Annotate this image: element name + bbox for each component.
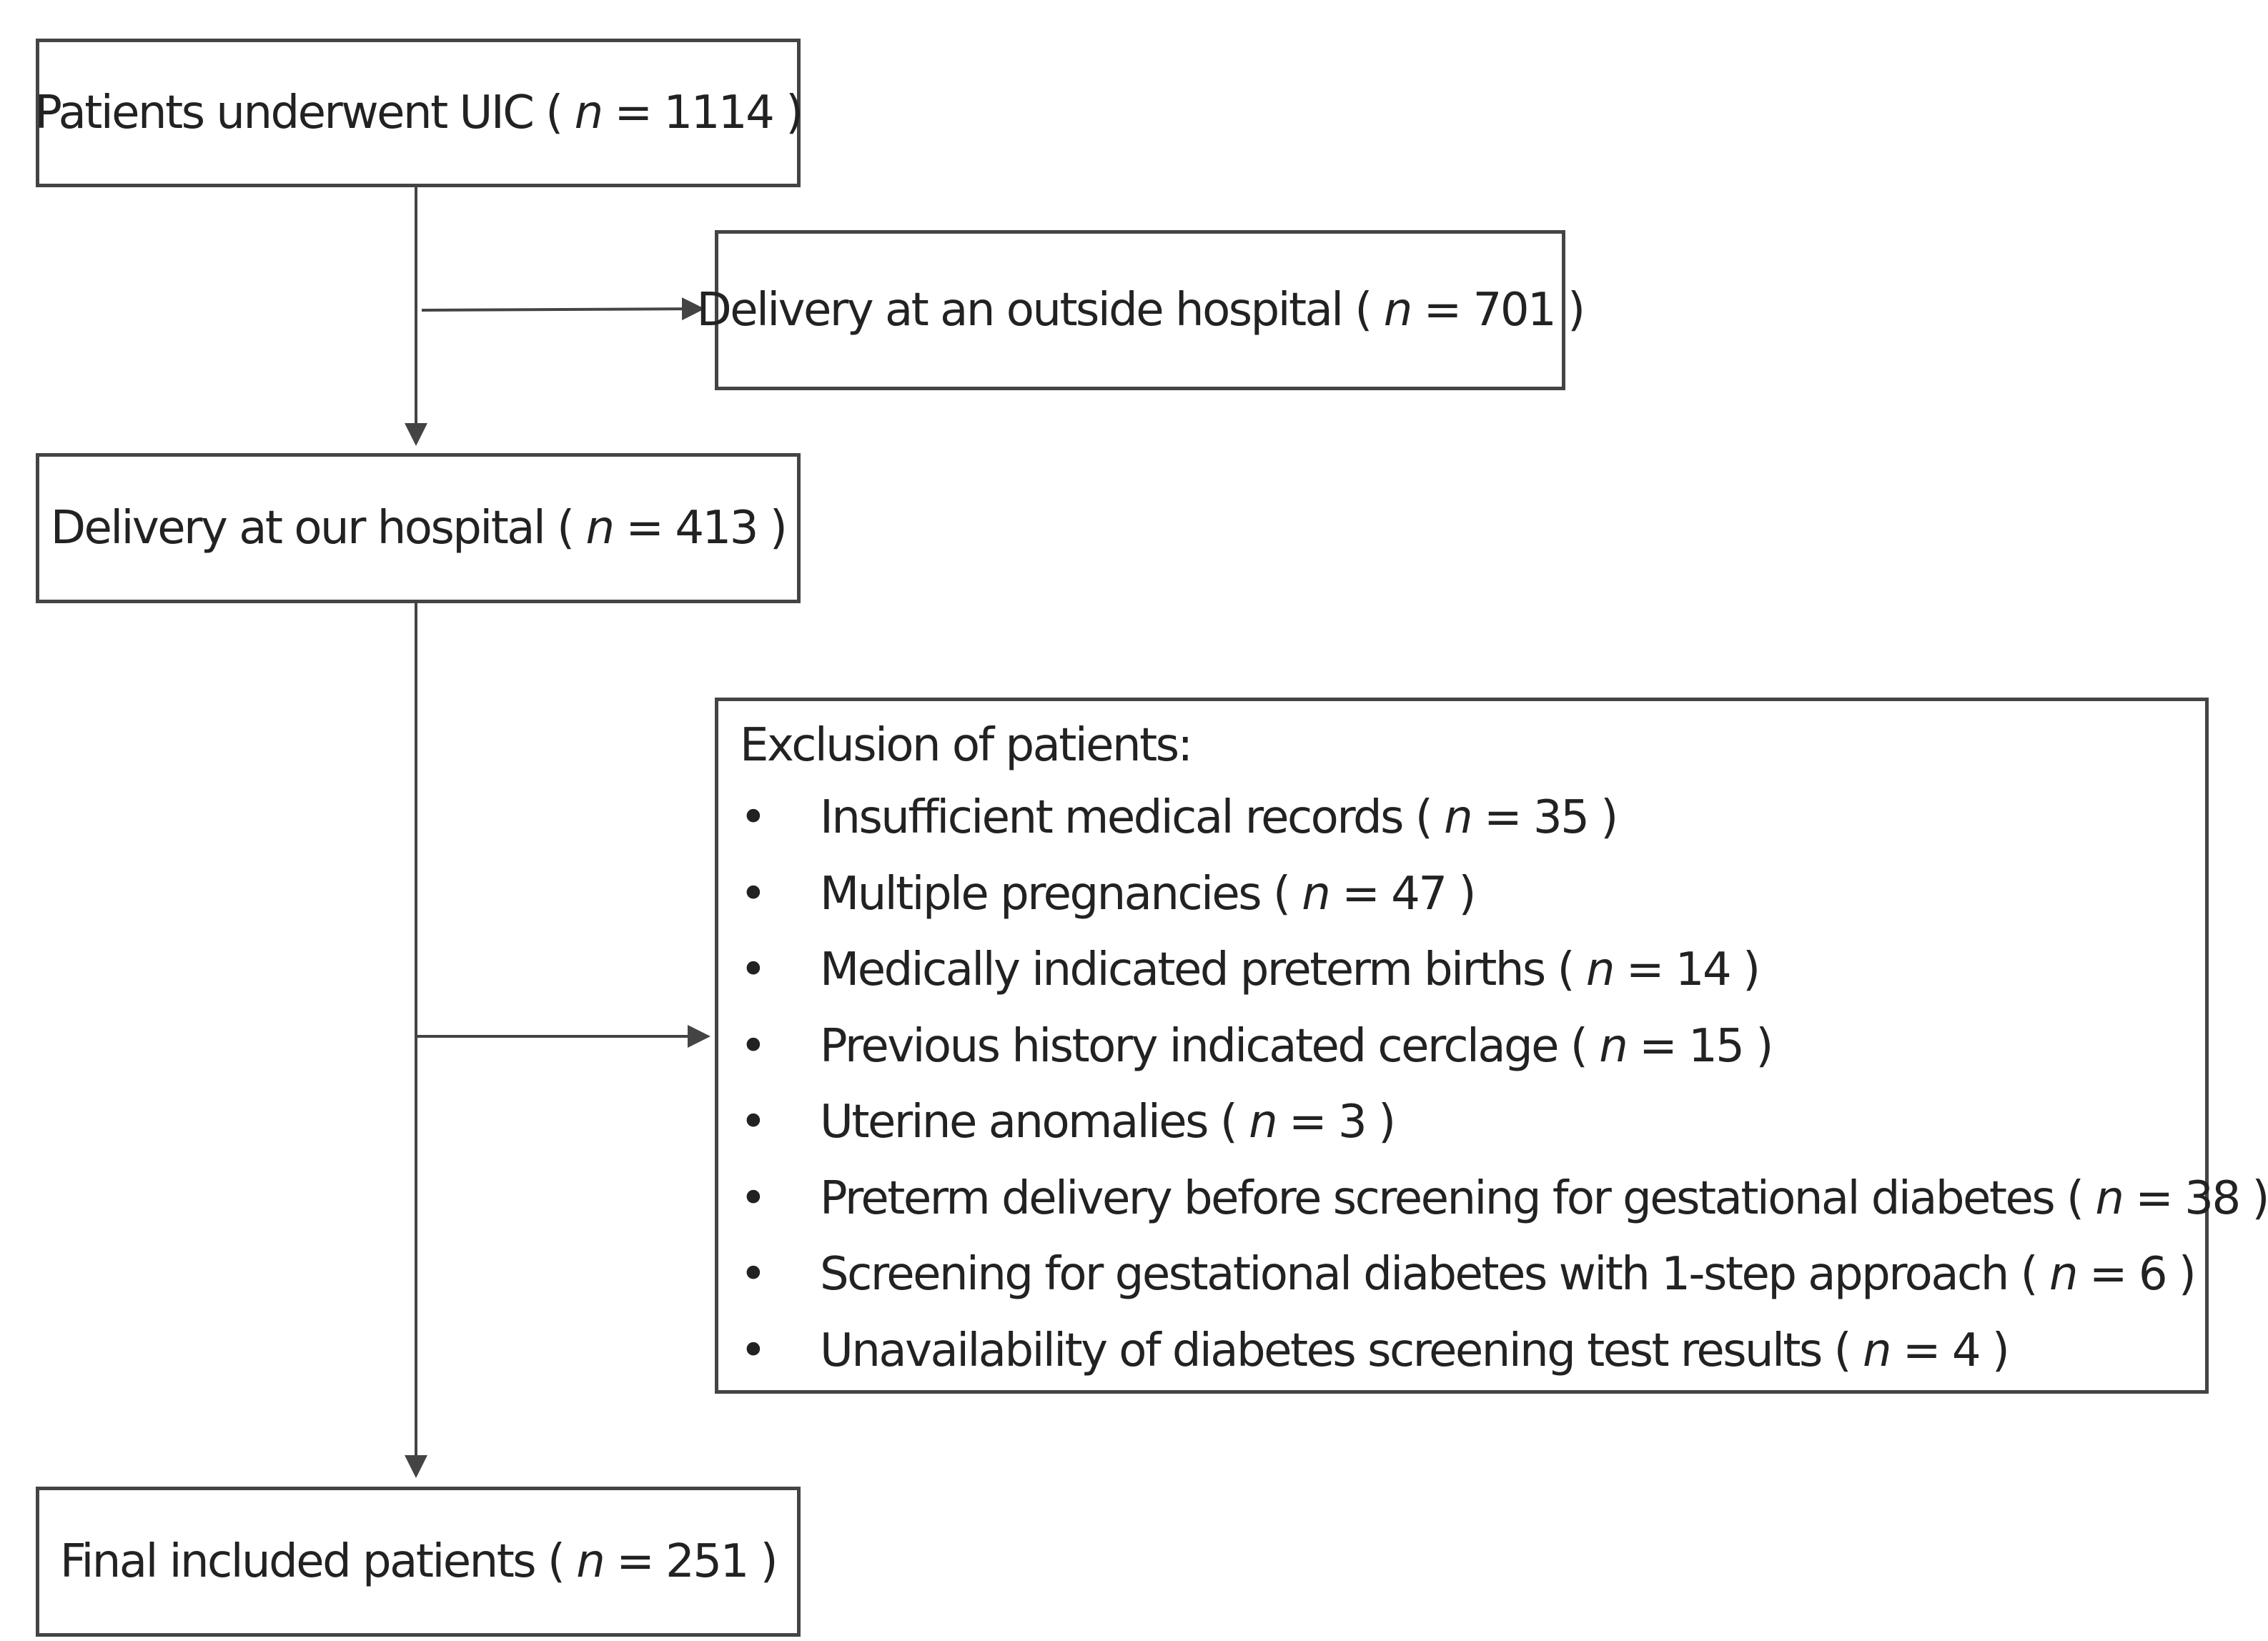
n-symbol: n — [2095, 1171, 2124, 1225]
exclusion-item: • Insufficient medical records ( n = 35 … — [740, 780, 2205, 856]
exclusion-item-count: = 38 ) — [2135, 1171, 2268, 1225]
exclusion-item-label: Insufficient medical records ( — [820, 791, 1433, 844]
exclusion-item-label: Previous history indicated cerclage ( — [820, 1019, 1588, 1073]
exclusion-item-label: Unavailability of diabetes screening tes… — [820, 1324, 1852, 1377]
exclusion-item: • Screening for gestational diabetes wit… — [740, 1236, 2205, 1313]
node-count: = 251 ) — [616, 1535, 778, 1588]
n-symbol: n — [1383, 284, 1413, 337]
node-label: Patients underwent UIC ( — [34, 86, 563, 139]
exclusion-item-count: = 4 ) — [1902, 1324, 2010, 1377]
n-symbol: n — [576, 1535, 605, 1588]
bullet-icon: • — [740, 1248, 767, 1301]
node-count: = 413 ) — [625, 502, 787, 555]
exclusion-item: • Uterine anomalies ( n = 3 ) — [740, 1084, 2205, 1161]
n-symbol: n — [585, 502, 615, 555]
exclusion-item-label: Multiple pregnancies ( — [820, 867, 1291, 921]
n-symbol: n — [1599, 1019, 1628, 1073]
arrow-to-outside — [421, 297, 705, 321]
n-symbol: n — [1862, 1324, 1892, 1377]
exclusion-item: • Multiple pregnancies ( n = 47 ) — [740, 856, 2205, 933]
bullet-icon: • — [740, 867, 767, 921]
node-delivery-outside-hospital: Delivery at an outside hospital ( n = 70… — [696, 230, 1585, 390]
bullet-icon: • — [740, 1019, 767, 1073]
node-patients-underwent-uic: Patients underwent UIC ( n = 1114 ) — [34, 39, 804, 187]
exclusion-item-count: = 15 ) — [1639, 1019, 1773, 1073]
n-symbol: n — [574, 86, 604, 139]
exclusion-title: Exclusion of patients: — [740, 719, 1193, 772]
exclusion-item-count: = 6 ) — [2089, 1248, 2197, 1301]
exclusion-item-label: Medically indicated preterm births ( — [820, 943, 1575, 996]
n-symbol: n — [1249, 1096, 1278, 1149]
exclusion-item: • Preterm delivery before screening for … — [740, 1161, 2268, 1237]
node-count: = 701 ) — [1423, 284, 1585, 337]
node-label: Final included patients ( — [59, 1535, 565, 1588]
exclusion-item-count: = 35 ) — [1484, 791, 1618, 844]
exclusion-item-label: Preterm delivery before screening for ge… — [820, 1171, 2084, 1225]
exclusion-item: • Unavailability of diabetes screening t… — [740, 1313, 2205, 1389]
n-symbol: n — [1302, 867, 1331, 921]
exclusion-item-label: Screening for gestational diabetes with … — [820, 1248, 2039, 1301]
node-count: = 1114 ) — [614, 86, 804, 139]
bullet-icon: • — [740, 1324, 767, 1377]
node-exclusion-of-patients: Exclusion of patients: • Insufficient me… — [715, 698, 2268, 1394]
bullet-icon: • — [740, 791, 767, 844]
node-delivery-our-hospital: Delivery at our hospital ( n = 413 ) — [36, 453, 801, 603]
exclusion-item: • Previous history indicated cerclage ( … — [740, 1008, 2205, 1085]
node-label: Delivery at our hospital ( — [50, 502, 575, 555]
exclusion-item: • Medically indicated preterm births ( n… — [740, 932, 2205, 1008]
exclusion-item-count: = 14 ) — [1625, 943, 1761, 996]
bullet-icon: • — [740, 1171, 767, 1225]
node-final-included-patients: Final included patients ( n = 251 ) — [36, 1487, 801, 1637]
n-symbol: n — [2049, 1248, 2079, 1301]
n-symbol: n — [1444, 791, 1473, 844]
bullet-icon: • — [740, 943, 767, 996]
node-label: Delivery at an outside hospital ( — [696, 284, 1372, 337]
bullet-icon: • — [740, 1096, 767, 1149]
exclusion-item-label: Uterine anomalies ( — [820, 1096, 1238, 1149]
exclusion-item-count: = 47 ) — [1342, 867, 1476, 921]
n-symbol: n — [1585, 943, 1615, 996]
exclusion-item-count: = 3 ) — [1289, 1096, 1396, 1149]
